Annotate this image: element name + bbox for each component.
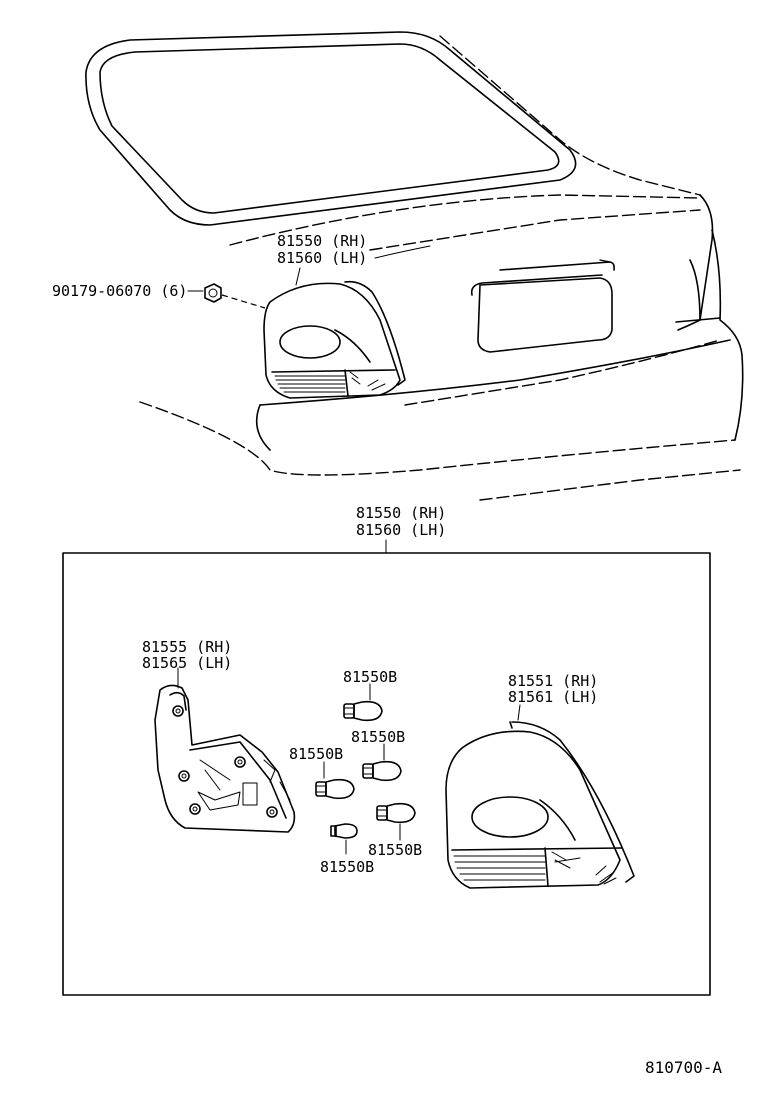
bulb-2-icon (362, 743, 402, 782)
socket-label-rh: 81555 (RH) (142, 638, 232, 656)
lens-label-rh: 81551 (RH) (508, 672, 598, 690)
bulb-3-label: 81550B (289, 745, 343, 763)
car-lamp-label-rh: 81550 (RH) (277, 232, 367, 250)
bulb-2-label: 81550B (351, 728, 405, 746)
car-tail-lamp (263, 280, 406, 399)
bulb-4-label: 81550B (368, 841, 422, 859)
car-lamp-label-lh: 81560 (LH) (277, 249, 367, 267)
bulb-1-label: 81550B (343, 668, 397, 686)
car-rear-illustration (85, 31, 744, 501)
assembly-label-lh: 81560 (LH) (356, 521, 446, 539)
bulb-4-icon (376, 802, 416, 841)
lamp-lens (445, 704, 635, 889)
wedge-bulb-label: 81550B (320, 858, 374, 876)
nut-label: 90179-06070 (6) (52, 282, 187, 300)
wedge-bulb-icon (330, 823, 358, 855)
diagram-reference: 810700-A (645, 1058, 722, 1077)
bulb-3-icon (315, 761, 355, 800)
assembly-label-rh: 81550 (RH) (356, 504, 446, 522)
exploded-view-frame (62, 552, 711, 996)
lamp-socket-plate (154, 667, 296, 833)
bulb-1-icon (343, 683, 383, 722)
socket-label-lh: 81565 (LH) (142, 654, 232, 672)
lens-label-lh: 81561 (LH) (508, 688, 598, 706)
nut-icon (187, 283, 266, 309)
